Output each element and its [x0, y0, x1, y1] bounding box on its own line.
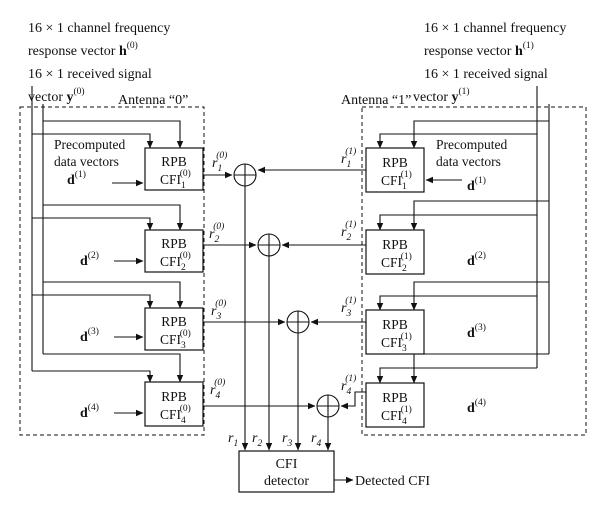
left-precomputed-label: Precomputed data vectors [54, 137, 125, 169]
svg-text:data vectors: data vectors [436, 154, 501, 169]
right-d-vectors: d(1) d(2) d(3) d(4) [425, 175, 486, 416]
summing-junction-3 [286, 310, 310, 334]
svg-text:CFI1(0): CFI1(0) [160, 168, 191, 191]
svg-text:RPB: RPB [161, 314, 187, 329]
svg-text:RPB: RPB [382, 390, 408, 405]
svg-text:r3(0): r3(0) [211, 298, 226, 322]
svg-text:RPB: RPB [161, 389, 187, 404]
svg-text:d(3): d(3) [80, 326, 99, 345]
svg-text:d(2): d(2) [80, 250, 99, 269]
right-r-labels: r1(1) r2(1) r3(1) r4(1) [341, 146, 356, 397]
right-rpb-block-2: RPB CFI2(1) [365, 229, 425, 275]
svg-text:CFI4(0): CFI4(0) [160, 403, 191, 426]
svg-text:16 × 1 received signal: 16 × 1 received signal [28, 67, 152, 82]
svg-text:16 × 1 received signal: 16 × 1 received signal [424, 67, 548, 82]
svg-text:response vector h(1): response vector h(1) [424, 40, 534, 59]
svg-text:r1(1): r1(1) [341, 146, 356, 170]
antenna-1-label: Antenna “1” [341, 93, 411, 108]
svg-text:d(2): d(2) [467, 250, 486, 269]
left-d-vectors: d(1) d(2) d(3) d(4) [67, 169, 144, 421]
antenna-1-box [361, 106, 587, 436]
svg-text:d(4): d(4) [467, 397, 486, 416]
left-rpb-block-3: RPB CFI3(0) [144, 307, 204, 351]
svg-text:r2(1): r2(1) [341, 219, 356, 243]
svg-text:detector: detector [264, 474, 309, 489]
summing-junction-1 [233, 163, 257, 187]
left-rpb-block-1: RPB CFI1(0) [144, 147, 204, 191]
svg-text:RPB: RPB [382, 237, 408, 252]
svg-text:d(1): d(1) [67, 169, 86, 188]
svg-text:d(4): d(4) [80, 402, 99, 421]
svg-text:d(1): d(1) [467, 175, 486, 194]
right-rpb-block-1: RPB CFI1(1) [365, 147, 425, 193]
svg-text:data vectors: data vectors [54, 154, 119, 169]
svg-text:16 × 1 channel frequency: 16 × 1 channel frequency [424, 21, 566, 36]
svg-text:Precomputed: Precomputed [54, 137, 125, 152]
svg-text:d(3): d(3) [467, 322, 486, 341]
svg-text:RPB: RPB [382, 155, 408, 170]
left-input-bus [31, 86, 184, 383]
right-rpb-block-4: RPB CFI4(1) [365, 382, 425, 428]
svg-text:RPB: RPB [161, 236, 187, 251]
svg-text:r2(0): r2(0) [209, 221, 224, 245]
cfi-detector-box: CFI detector [238, 450, 335, 493]
svg-text:CFI1(1): CFI1(1) [381, 169, 412, 192]
antenna-0-box [19, 106, 205, 436]
right-input-bus [376, 86, 550, 384]
svg-text:CFI2(0): CFI2(0) [160, 250, 191, 273]
svg-text:r4(1): r4(1) [341, 373, 356, 397]
svg-text:vector y(0): vector y(0) [28, 86, 85, 105]
sum-output-lines [241, 186, 332, 451]
svg-text:RPB: RPB [161, 154, 187, 169]
svg-text:r1(0): r1(0) [212, 150, 227, 174]
svg-text:r3(1): r3(1) [341, 295, 356, 319]
svg-text:CFI4(1): CFI4(1) [381, 404, 412, 427]
svg-text:r3: r3 [282, 431, 292, 449]
svg-text:r1: r1 [228, 431, 238, 449]
svg-text:r4: r4 [311, 431, 321, 449]
summing-junction-2 [257, 233, 281, 257]
left-r-labels: r1(0) r2(0) r3(0) r4(0) [209, 150, 227, 401]
svg-text:r4(0): r4(0) [210, 377, 225, 401]
svg-text:CFI3(1): CFI3(1) [381, 331, 412, 354]
right-precomputed-label: Precomputed data vectors [436, 137, 507, 169]
svg-text:16 × 1 channel frequency: 16 × 1 channel frequency [28, 21, 170, 36]
left-rpb-block-2: RPB CFI2(0) [144, 229, 204, 273]
left-output-lines [203, 171, 316, 410]
summing-junction-4 [316, 394, 340, 418]
antenna-0-label: Antenna “0” [118, 93, 188, 108]
svg-text:vector y(1): vector y(1) [413, 86, 470, 105]
svg-text:response vector h(0): response vector h(0) [28, 40, 138, 59]
svg-text:RPB: RPB [382, 317, 408, 332]
left-rpb-block-4: RPB CFI4(0) [144, 381, 204, 427]
svg-text:CFI3(0): CFI3(0) [160, 328, 191, 351]
svg-text:CFI2(1): CFI2(1) [381, 251, 412, 274]
detector-input-labels: r1 r2 r3 r4 [228, 431, 321, 449]
right-output-lines [257, 166, 366, 410]
svg-text:CFI: CFI [276, 457, 298, 472]
right-input-text: 16 × 1 channel frequency response vector… [413, 21, 566, 105]
left-input-text: 16 × 1 channel frequency response vector… [28, 21, 170, 105]
detected-cfi-label: Detected CFI [355, 474, 430, 489]
right-rpb-block-3: RPB CFI3(1) [365, 309, 425, 355]
svg-text:Precomputed: Precomputed [436, 137, 507, 152]
svg-text:r2: r2 [252, 431, 262, 449]
